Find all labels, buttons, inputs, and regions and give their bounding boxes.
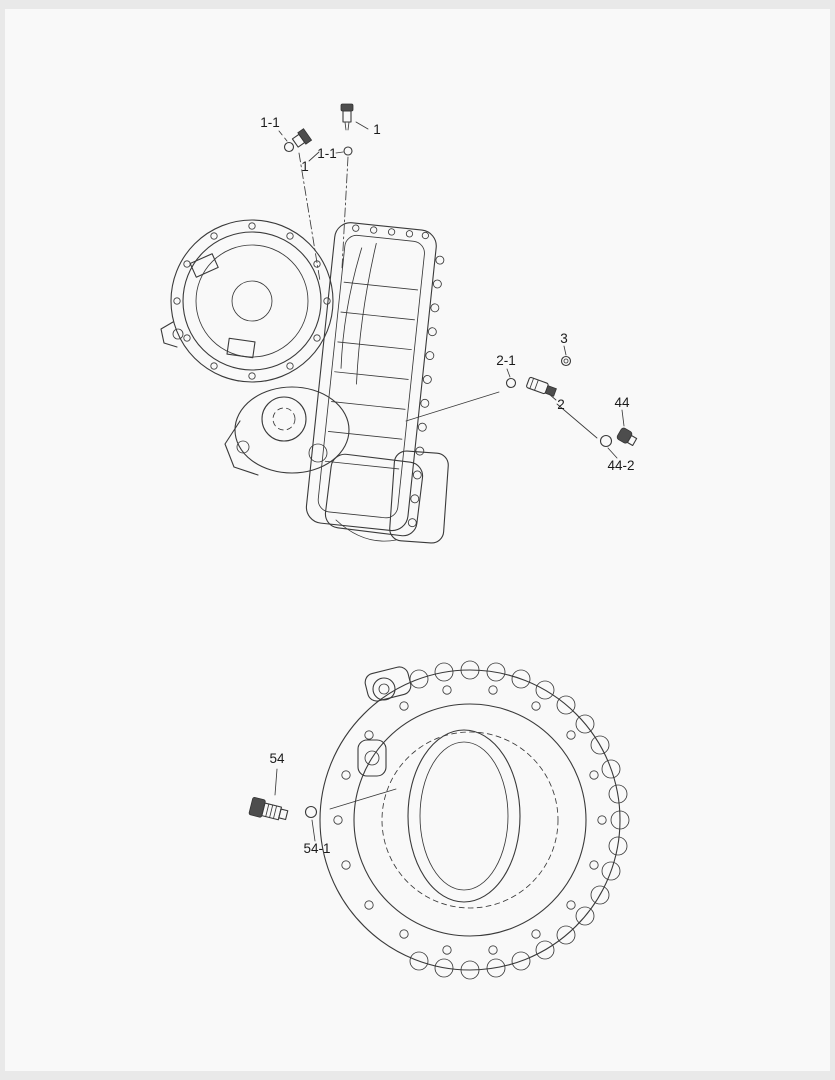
leader-line bbox=[335, 151, 344, 154]
speed-sensor-icon bbox=[526, 376, 557, 397]
leader-line bbox=[311, 819, 316, 842]
oil-pan bbox=[324, 450, 449, 544]
leader-line bbox=[607, 447, 618, 459]
callout-label-54: 54 bbox=[269, 751, 285, 766]
callout-label-44: 44 bbox=[614, 395, 630, 410]
leader-line bbox=[405, 391, 500, 422]
sensor-icon bbox=[340, 103, 354, 131]
callout-group-2 bbox=[405, 345, 598, 439]
callout-label-2: 2 bbox=[557, 397, 565, 412]
plug-icon bbox=[616, 427, 638, 447]
leader-line bbox=[341, 156, 349, 269]
bolt-holes bbox=[333, 685, 607, 955]
leader-line bbox=[329, 788, 397, 810]
transmission-assembly-drawing bbox=[160, 219, 449, 544]
converter-housing-drawing bbox=[319, 660, 630, 980]
flange-scallops bbox=[409, 660, 630, 980]
leader-line bbox=[308, 151, 320, 162]
callout-label-1-1-b: 1-1 bbox=[317, 146, 337, 161]
o-ring-icon bbox=[304, 805, 318, 819]
leader-line bbox=[621, 409, 625, 427]
paper-background bbox=[5, 9, 830, 1071]
o-ring-icon bbox=[505, 377, 517, 389]
leader-line bbox=[274, 768, 278, 796]
callout-label-1-a: 1 bbox=[373, 122, 381, 137]
callout-label-3: 3 bbox=[560, 331, 568, 346]
leader-line bbox=[548, 393, 557, 401]
screw-icon bbox=[560, 355, 572, 367]
callout-label-44-2: 44-2 bbox=[607, 458, 634, 473]
leader-line bbox=[278, 130, 288, 142]
callout-group-44 bbox=[599, 409, 638, 459]
callout-label-1-1-a: 1-1 bbox=[260, 115, 280, 130]
callout-label-2-1: 2-1 bbox=[496, 353, 516, 368]
leader-line bbox=[563, 345, 567, 356]
leader-line bbox=[355, 121, 369, 130]
o-ring-icon bbox=[599, 434, 613, 448]
plug-icon bbox=[291, 128, 313, 148]
callout-labels: 1-1 1 1-1 1 3 2-1 2 44 44-2 54 54-1 bbox=[260, 115, 634, 856]
callout-label-54-1: 54-1 bbox=[303, 841, 330, 856]
housing-mounts bbox=[357, 666, 412, 777]
callout-group-54 bbox=[248, 768, 397, 842]
bell-housing bbox=[160, 219, 334, 383]
leader-line bbox=[556, 403, 598, 439]
leader-line bbox=[298, 152, 321, 282]
switch-icon bbox=[248, 796, 289, 821]
o-ring-icon bbox=[343, 146, 353, 156]
callout-label-1-b: 1 bbox=[301, 159, 309, 174]
gear-case bbox=[305, 222, 445, 532]
leader-line bbox=[506, 368, 511, 378]
front-cover bbox=[224, 386, 350, 476]
o-ring-icon bbox=[283, 141, 295, 153]
callout-group-1 bbox=[278, 103, 369, 282]
